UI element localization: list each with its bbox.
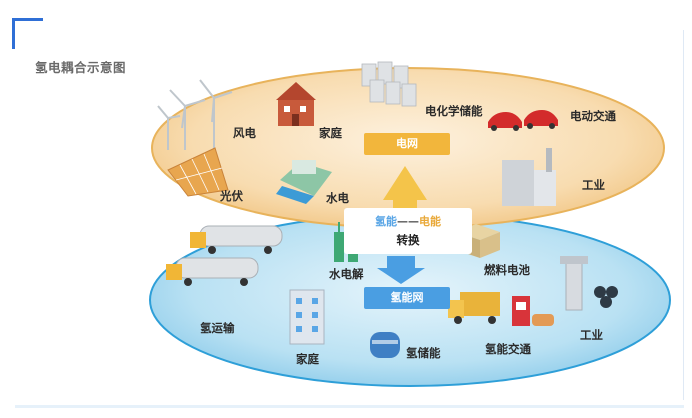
frame-divider [683,30,684,400]
conversion-box: 氢能——电能 转换 [344,208,472,254]
label-industry-upper: 工业 [582,178,605,192]
frame-bottom-rule [15,405,684,408]
power-grid-pill: 电网 [364,133,450,155]
diagram-title: 氢电耦合示意图 [35,60,127,75]
battery-storage-icon [361,61,417,107]
hydro-plant-icon [276,160,332,204]
house-icon [276,82,316,126]
hydrogen-vehicle-icon [448,292,554,326]
solar-panel-icon [167,147,229,197]
label-industry-lower: 工业 [580,328,603,342]
label-home-lower: 家庭 [296,352,319,366]
label-solar: 光伏 [220,189,243,203]
hydrogen-storage-icon [370,332,400,358]
industry-icon [560,256,618,311]
label-ev: 电动交通 [570,109,616,123]
label-electrolysis: 水电解 [329,267,364,281]
corner-bracket [12,18,43,49]
label-h2-vehicles: 氢能交通 [485,342,531,356]
up-arrow-icon [383,166,427,212]
wind-turbine-icon [157,79,233,150]
label-transport: 氢运输 [200,321,235,335]
label-hydro: 水电 [326,191,349,205]
label-home-upper: 家庭 [319,126,342,140]
conversion-hydrogen: 氢能 [375,215,397,228]
building-icon [289,289,325,345]
label-storage: 氢储能 [406,346,441,360]
label-wind: 风电 [233,126,256,140]
conversion-dash: —— [397,215,419,228]
label-fuel-cell: 燃料电池 [484,263,530,277]
tanker-truck-icon [166,225,283,286]
conversion-electric: 电能 [419,215,441,228]
label-battery-storage: 电化学储能 [425,104,483,118]
hydrogen-network-pill: 氢能网 [364,287,450,309]
factory-icon [502,148,556,206]
conversion-label: 转换 [396,233,420,247]
down-arrow-icon [377,256,425,284]
electric-car-icon [488,110,558,131]
